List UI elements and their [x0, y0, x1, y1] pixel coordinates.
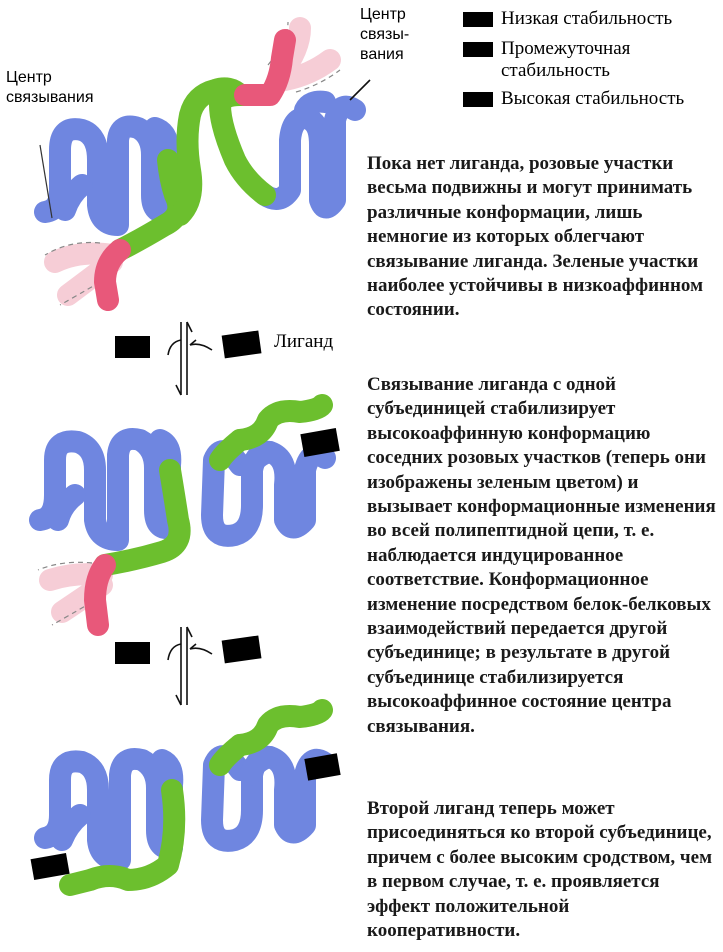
legend-swatch-high [463, 92, 493, 107]
paragraph-no-ligand: Пока нет лиганда, розовые участки весьма… [367, 153, 704, 321]
legend-item-high: Высокая стабильность [463, 88, 684, 110]
ligand-shape-left-2 [115, 642, 150, 664]
binding-site-label-right: Центр связы- вания [360, 6, 410, 63]
state-3-protein [34, 699, 336, 896]
bound-ligand-3b [30, 853, 70, 880]
legend-swatch-low [463, 12, 493, 27]
legend-label-high: Высокая стабильность [501, 88, 685, 109]
ligand-shape-left-1 [115, 336, 150, 358]
legend-item-low: Низкая стабильность [463, 8, 672, 30]
bound-ligand-2 [300, 428, 340, 457]
legend-item-intermediate: Промежуточная стабильность [463, 38, 693, 82]
state-2-protein [29, 394, 336, 636]
legend-swatch-intermediate [463, 42, 493, 57]
ligand-shape-right-1 [221, 330, 262, 359]
equilibrium-arrows-2 [167, 626, 213, 706]
state-1-protein [34, 17, 371, 311]
ligand-shape-right-2 [221, 635, 262, 664]
equilibrium-arrows-1 [167, 321, 213, 396]
binding-site-label-left: Центр связывания [6, 69, 94, 106]
paragraph-first-binding: Связывание лиганда с одной субъединицей … [367, 374, 716, 737]
legend-label-intermediate: Промежуточная стабильность [501, 38, 631, 81]
paragraph-second-binding: Второй лиганд теперь может присоединятьс… [367, 798, 713, 942]
bound-ligand-3a [304, 753, 341, 781]
legend-label-low: Низкая стабильность [501, 8, 673, 29]
ligand-label: Лиганд [274, 331, 334, 352]
